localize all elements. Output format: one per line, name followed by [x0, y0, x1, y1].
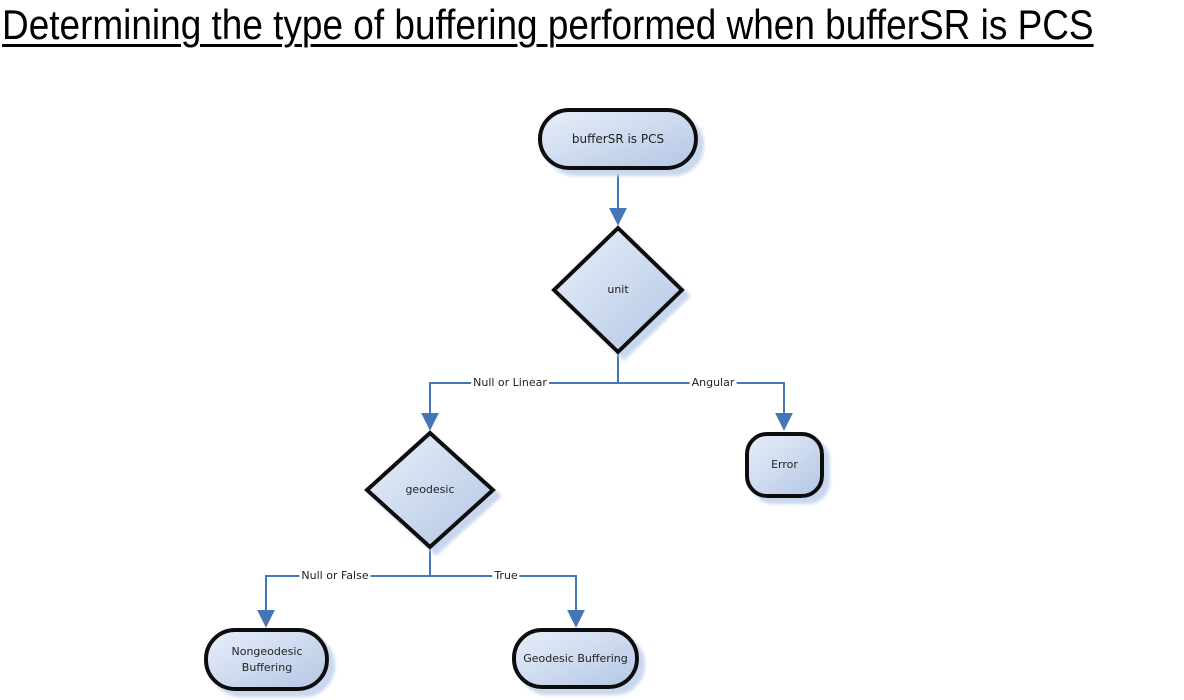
- terminator-geodesic-buffering: [512, 628, 639, 689]
- terminator-buffersr: [538, 108, 698, 170]
- page-title: Determining the type of buffering perfor…: [2, 1, 1094, 48]
- edge-label-null-or-linear: Null or Linear: [471, 376, 549, 390]
- node-label-error: Error: [771, 458, 798, 472]
- node-label-geodesic: geodesic: [405, 483, 455, 497]
- decision-geodesic: [364, 430, 496, 550]
- terminator-nongeodesic-buffering: [204, 628, 329, 691]
- edge-label-true: True: [492, 569, 520, 583]
- edge-geodesic-to-nongeodesic: [257, 547, 431, 628]
- edge-unit-to-error: [617, 352, 793, 431]
- terminator-error: [745, 432, 824, 498]
- node-label-unit: unit: [607, 283, 629, 297]
- decision-unit: [551, 225, 685, 355]
- edge-label-angular: Angular: [689, 376, 737, 390]
- node-label-nongeodesic-buffering: Nongeodesic Buffering: [231, 645, 303, 674]
- edge-label-null-or-false: Null or False: [299, 569, 371, 583]
- edge-geodesic-to-geodesic-buffering: [429, 547, 585, 628]
- node-label-geodesic-buffering: Geodesic Buffering: [523, 651, 628, 665]
- node-label-buffersr: bufferSR is PCS: [571, 131, 665, 146]
- edge-unit-to-geodesic: [421, 352, 619, 431]
